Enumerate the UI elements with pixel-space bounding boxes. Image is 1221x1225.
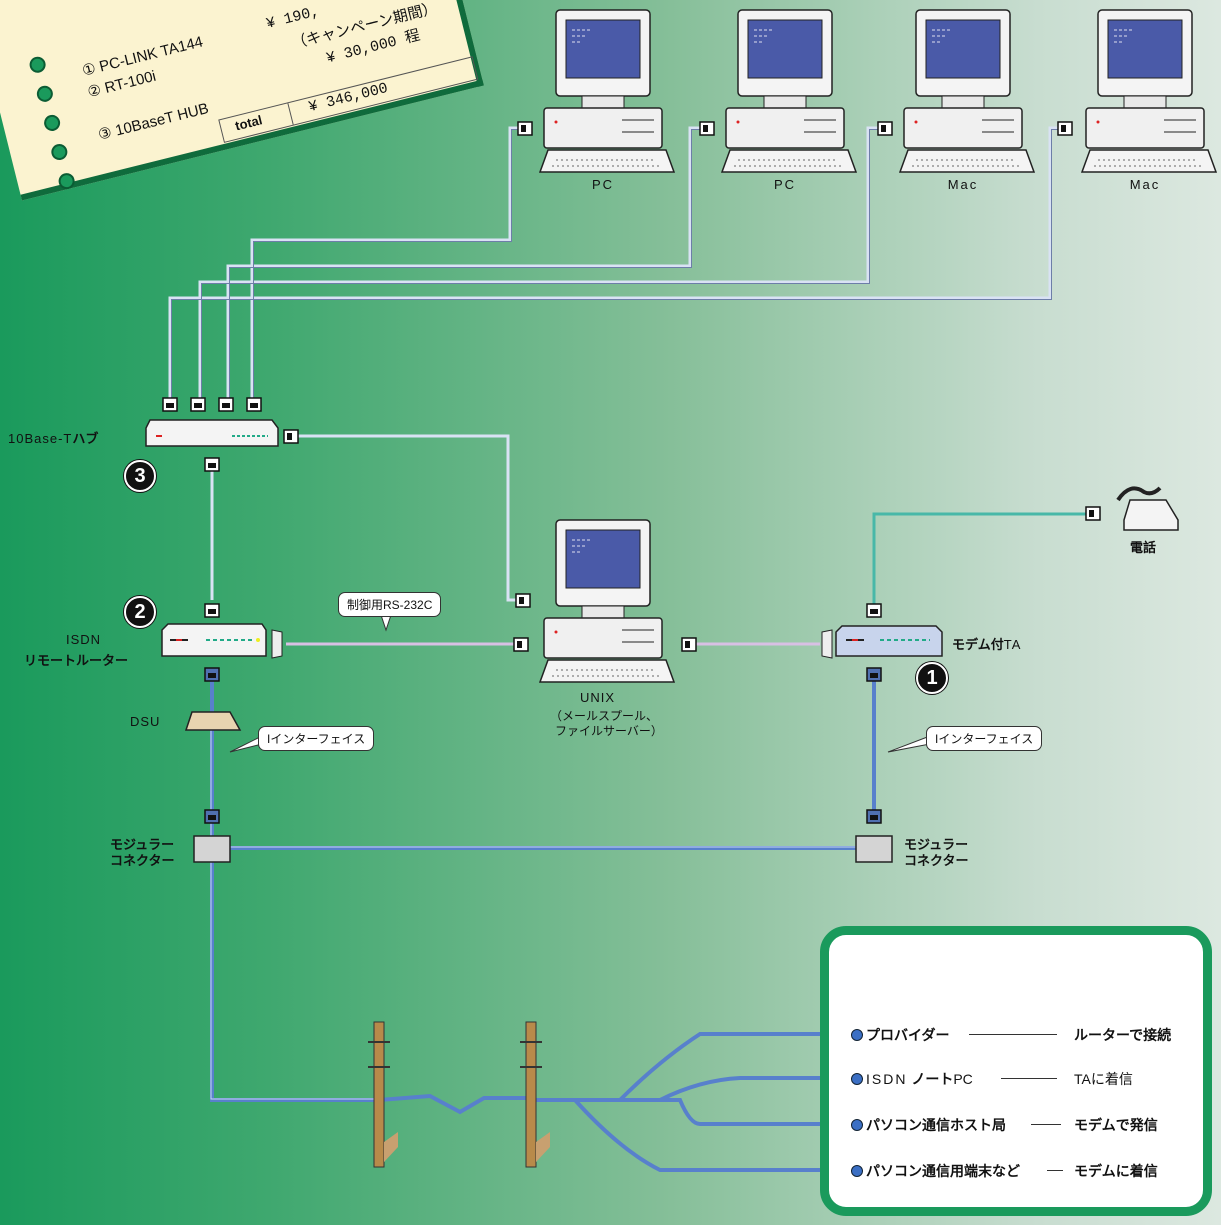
- legend-desc-isdn-note: TAに着信: [1074, 1071, 1133, 1087]
- unix-sub-2: ファイルサーバー）: [555, 724, 663, 738]
- ta-number-badge: 1: [916, 662, 948, 694]
- utility-pole-icon: [367, 1021, 399, 1168]
- modular-connector-left[interactable]: [193, 835, 231, 863]
- modular-label-left-1: モジュラー: [110, 837, 175, 852]
- dsu-label: DSU: [130, 714, 161, 729]
- isdn-port-icon: [866, 809, 882, 824]
- dsu-device[interactable]: [184, 711, 242, 731]
- isdn-cables: [210, 680, 876, 1172]
- serial-port-icon: [681, 637, 697, 652]
- modular-label-left-2: コネクター: [110, 853, 175, 868]
- hub-number-badge: 3: [124, 460, 156, 492]
- isdn-port-icon: [204, 809, 220, 824]
- phone-label: 電話: [1130, 540, 1157, 555]
- legend-item-host: パソコン通信ホスト局: [851, 1115, 1006, 1135]
- modular-label-right-1: モジュラー: [904, 837, 969, 852]
- unix-sub-1: （メールスプール、: [550, 709, 659, 723]
- connection-dot-icon: [851, 1029, 863, 1041]
- legend-desc-host: モデムで発信: [1074, 1117, 1158, 1133]
- telephone-icon[interactable]: [1085, 486, 1179, 531]
- computer-label: Mac: [947, 177, 979, 192]
- computer-unix[interactable]: [539, 519, 675, 683]
- lan-port-icon: [699, 121, 715, 136]
- legend-dash: [969, 1034, 1057, 1035]
- legend-item-terminal: パソコン通信用端末など: [851, 1161, 1020, 1181]
- legend-dash: [1047, 1170, 1063, 1171]
- unix-label: UNIX: [580, 690, 616, 705]
- lan-port-icon: [877, 121, 893, 136]
- modular-connector-right[interactable]: [855, 835, 893, 863]
- modular-label-right-2: コネクター: [904, 853, 969, 868]
- computer-label: PC: [591, 177, 615, 192]
- router-label-bottom: リモートルーター: [24, 653, 129, 668]
- hub-label: 10Base-Tハブ: [8, 431, 99, 446]
- legend-desc-provider: ルーターで接続: [1074, 1027, 1172, 1043]
- lan-port-icon: [517, 121, 533, 136]
- callout-i-interface-right: Iインターフェイス: [926, 726, 1043, 751]
- computer-label: PC: [773, 177, 797, 192]
- router-label-top: ISDN: [66, 632, 102, 647]
- computer-mac-2[interactable]: [1081, 9, 1217, 173]
- legend-item-isdn-note: ISDN ノートPC: [851, 1069, 973, 1089]
- legend-desc-terminal: モデムに着信: [1074, 1163, 1158, 1179]
- router-number-badge: 2: [124, 596, 156, 628]
- legend-item-provider: プロバイダー: [851, 1025, 949, 1045]
- ta-label: モデム付TA: [952, 637, 1022, 652]
- lan-cables: [168, 126, 1062, 602]
- connection-dot-icon: [851, 1119, 863, 1131]
- serial-port-icon: [513, 637, 529, 652]
- computer-label: Mac: [1129, 177, 1161, 192]
- callout-i-interface-left: Iインターフェイス: [258, 726, 375, 751]
- connection-dot-icon: [851, 1165, 863, 1177]
- connection-legend: プロバイダー ルーターで接続 ISDN ノートPC TAに着信 パソコン通信ホス…: [820, 926, 1212, 1216]
- connection-dot-icon: [851, 1073, 863, 1085]
- callout-pointer: [887, 735, 931, 753]
- lan-port-icon: [515, 593, 531, 608]
- computer-pc-2[interactable]: [721, 9, 857, 173]
- computer-pc-1[interactable]: [539, 9, 675, 173]
- callout-rs232c: 制御用RS-232C: [338, 592, 442, 617]
- phone-cable: [872, 512, 1086, 604]
- utility-pole-icon: [519, 1021, 551, 1168]
- legend-dash: [1031, 1124, 1061, 1125]
- legend-dash: [1001, 1078, 1057, 1079]
- computer-mac-1[interactable]: [899, 9, 1035, 173]
- lan-port-icon: [1057, 121, 1073, 136]
- hub-device[interactable]: [145, 397, 299, 472]
- router-device[interactable]: [161, 603, 283, 682]
- ta-device[interactable]: [821, 603, 943, 682]
